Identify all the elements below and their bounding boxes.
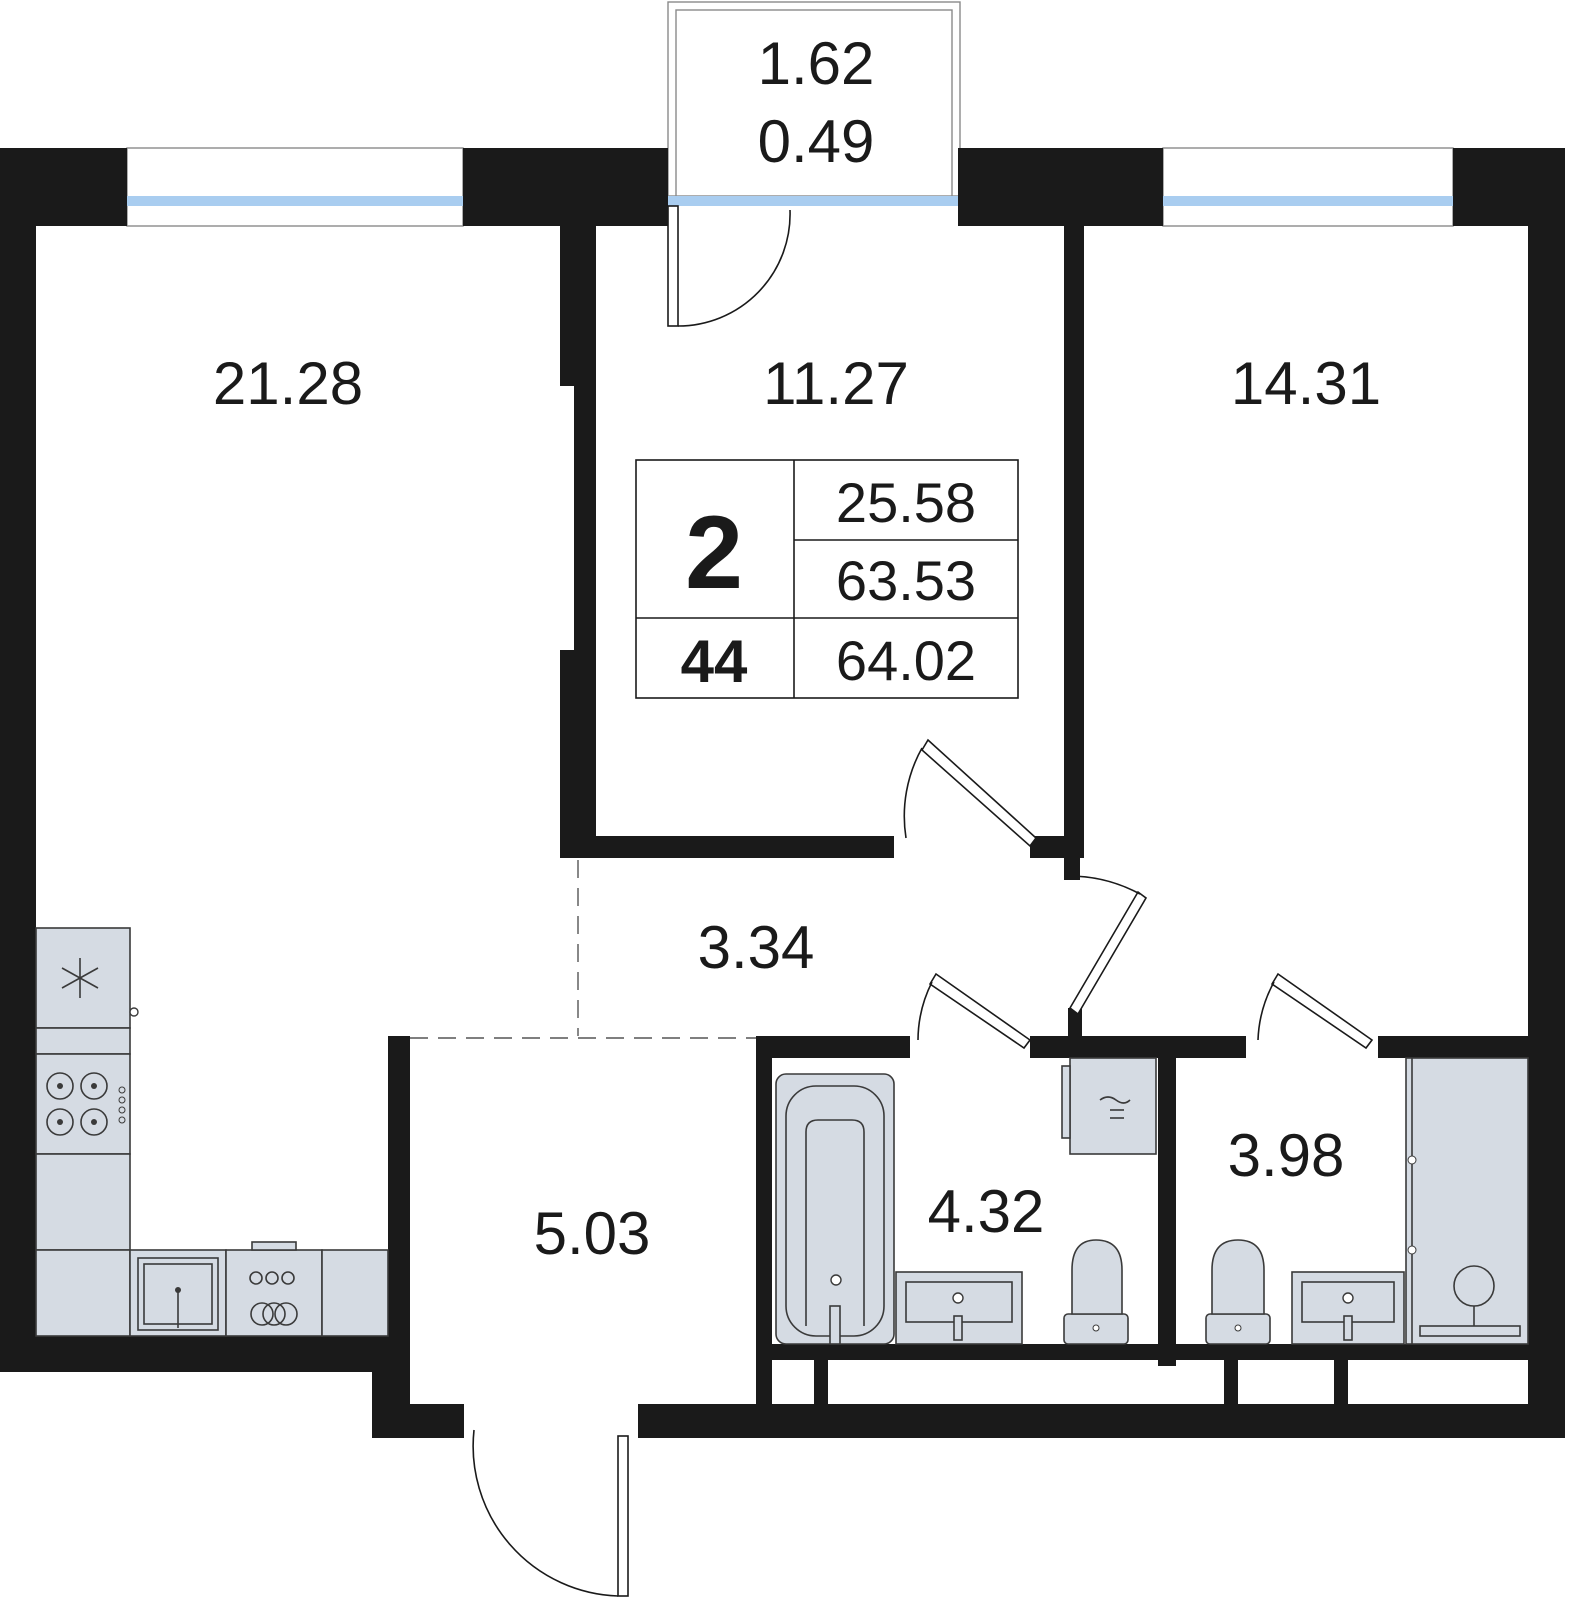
- balcony: [667, 1, 961, 197]
- walls: [0, 148, 1565, 1438]
- stove-icon: [46, 1072, 126, 1136]
- room-area-bedroom-right: 14.31: [1231, 350, 1381, 417]
- corridor-zone-lines: [410, 860, 756, 1039]
- room-area-wc: 3.98: [1228, 1122, 1345, 1189]
- room-area-living-kitchen: 21.28: [213, 350, 363, 417]
- balcony-area-reduced: 0.49: [758, 108, 875, 175]
- door-bathroom: [917, 972, 1032, 1050]
- dishwasher-icon: [249, 1241, 298, 1326]
- bathtub-icon: [775, 1073, 895, 1345]
- door-wc: [1257, 972, 1374, 1050]
- balcony-area: 1.62: [758, 30, 875, 97]
- door-bedroom-right: [1067, 875, 1148, 1016]
- wc-toilet-icon: [1205, 1239, 1271, 1345]
- total-area-with-balcony: 64.02: [836, 629, 976, 692]
- window-living: [118, 147, 470, 227]
- toilet-icon: [1063, 1239, 1129, 1345]
- door-entrance: [472, 1429, 629, 1597]
- door-balcony: [667, 205, 791, 327]
- total-area: 63.53: [836, 549, 976, 612]
- shower-icon: [1405, 1057, 1529, 1345]
- kitchen-sink-icon: [137, 1257, 219, 1331]
- washing-machine-icon: [1061, 1057, 1157, 1155]
- window-bedroom-right: [1155, 147, 1461, 227]
- bathroom-sink-icon: [895, 1271, 1023, 1345]
- room-area-corridor: 3.34: [698, 914, 815, 981]
- summary-table: 2 44 25.58 63.53 64.02: [635, 459, 1019, 699]
- living-area: 25.58: [836, 471, 976, 534]
- rooms-count: 2: [685, 495, 743, 611]
- room-area-bedroom-middle: 11.27: [763, 350, 909, 417]
- room-area-bathroom: 4.32: [928, 1178, 1045, 1245]
- room-area-hall: 5.03: [534, 1200, 651, 1267]
- door-bedroom-middle: [903, 738, 1038, 848]
- apartment-number: 44: [681, 628, 748, 695]
- wc-sink-icon: [1291, 1271, 1405, 1345]
- snowflake-icon: [61, 958, 99, 998]
- window-balcony-door: [662, 196, 964, 206]
